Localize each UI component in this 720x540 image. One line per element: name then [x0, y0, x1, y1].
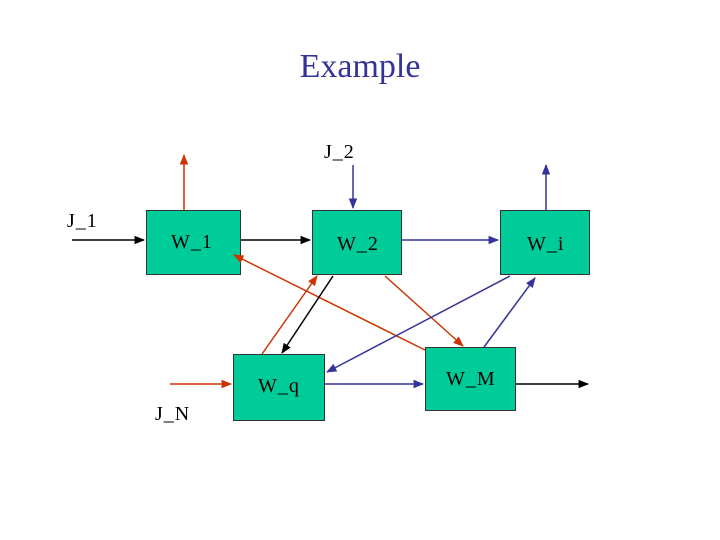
- input-label-j1: J_1: [67, 210, 98, 232]
- node-wq[interactable]: W_q: [233, 354, 325, 421]
- node-wm-label: W_M: [446, 368, 496, 390]
- arrow-w2-to-wq: [281, 275, 334, 354]
- node-w1-label: W_1: [171, 231, 213, 253]
- arrow-wm-to-wi: [483, 277, 536, 348]
- input-label-j2: J_2: [324, 141, 355, 163]
- node-w2-label: W_2: [337, 233, 379, 255]
- slide-title: Example: [299, 48, 421, 85]
- input-label-jn: J_N: [155, 403, 191, 425]
- node-w2[interactable]: W_2: [312, 210, 402, 275]
- node-wm[interactable]: W_M: [425, 347, 516, 411]
- arrow-w2-to-wm: [384, 275, 464, 347]
- arrow-wq-to-w2: [261, 275, 318, 355]
- node-wi-label: W_i: [527, 233, 565, 255]
- node-w1[interactable]: W_1: [146, 210, 241, 275]
- arrow-wi-to-wq: [326, 275, 511, 373]
- node-wq-label: W_q: [258, 375, 300, 397]
- arrow-wm-to-w1: [233, 254, 426, 351]
- node-wi[interactable]: W_i: [500, 210, 590, 275]
